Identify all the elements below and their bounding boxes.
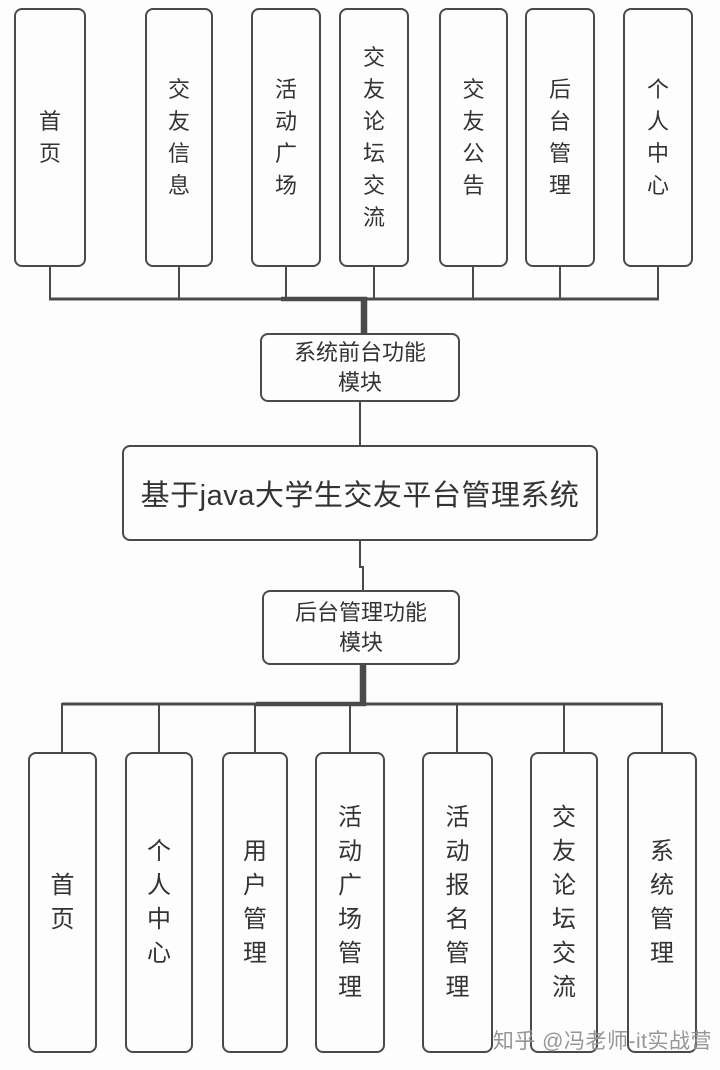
node-back-activity-square-mgmt: 活动广场管理 <box>315 752 385 1053</box>
node-label: 活动广场管理 <box>338 803 362 1001</box>
node-front-friend-info: 交友信息 <box>145 8 213 267</box>
node-label: 活动广场 <box>274 76 297 198</box>
node-back-user-mgmt: 用户管理 <box>222 752 288 1053</box>
node-label: 交友论坛交流 <box>362 44 385 230</box>
node-front-module: 系统前台功能模块 <box>260 333 460 402</box>
zhihu-watermark: 知乎 @冯老师-it实战营 <box>492 1030 712 1053</box>
node-back-module: 后台管理功能模块 <box>262 590 460 665</box>
node-label: 交友公告 <box>462 76 485 198</box>
node-system-root: 基于java大学生交友平台管理系统 <box>122 445 598 541</box>
node-back-activity-signup-mgmt: 活动报名管理 <box>422 752 493 1053</box>
node-label: 用户管理 <box>243 837 267 967</box>
node-label: 后台管理 <box>548 76 571 198</box>
node-front-activity-square: 活动广场 <box>251 8 321 267</box>
node-label: 交友论坛交流 <box>552 803 576 1001</box>
node-label: 个人中心 <box>646 76 669 198</box>
node-label: 基于java大学生交友平台管理系统 <box>140 480 580 512</box>
node-front-home: 首页 <box>14 8 86 267</box>
node-back-system-mgmt: 系统管理 <box>627 752 697 1053</box>
node-label: 后台管理功能模块 <box>294 599 427 655</box>
node-front-announcement: 交友公告 <box>439 8 508 267</box>
node-label: 系统管理 <box>650 837 674 967</box>
node-back-forum-exchange: 交友论坛交流 <box>530 752 598 1053</box>
node-front-backstage-mgmt: 后台管理 <box>525 8 595 267</box>
node-back-home: 首页 <box>28 752 97 1053</box>
node-label: 活动报名管理 <box>445 803 470 1001</box>
node-label: 首页 <box>38 108 61 166</box>
node-label: 系统前台功能模块 <box>293 339 426 395</box>
node-label: 交友信息 <box>167 76 190 198</box>
node-front-forum-exchange: 交友论坛交流 <box>339 8 409 267</box>
node-label: 首页 <box>50 871 75 933</box>
node-front-personal-center: 个人中心 <box>623 8 693 267</box>
connector-root-to-back <box>359 540 364 591</box>
node-label: 个人中心 <box>147 837 171 967</box>
connector-group <box>49 266 663 754</box>
node-back-personal-center: 个人中心 <box>125 752 193 1053</box>
